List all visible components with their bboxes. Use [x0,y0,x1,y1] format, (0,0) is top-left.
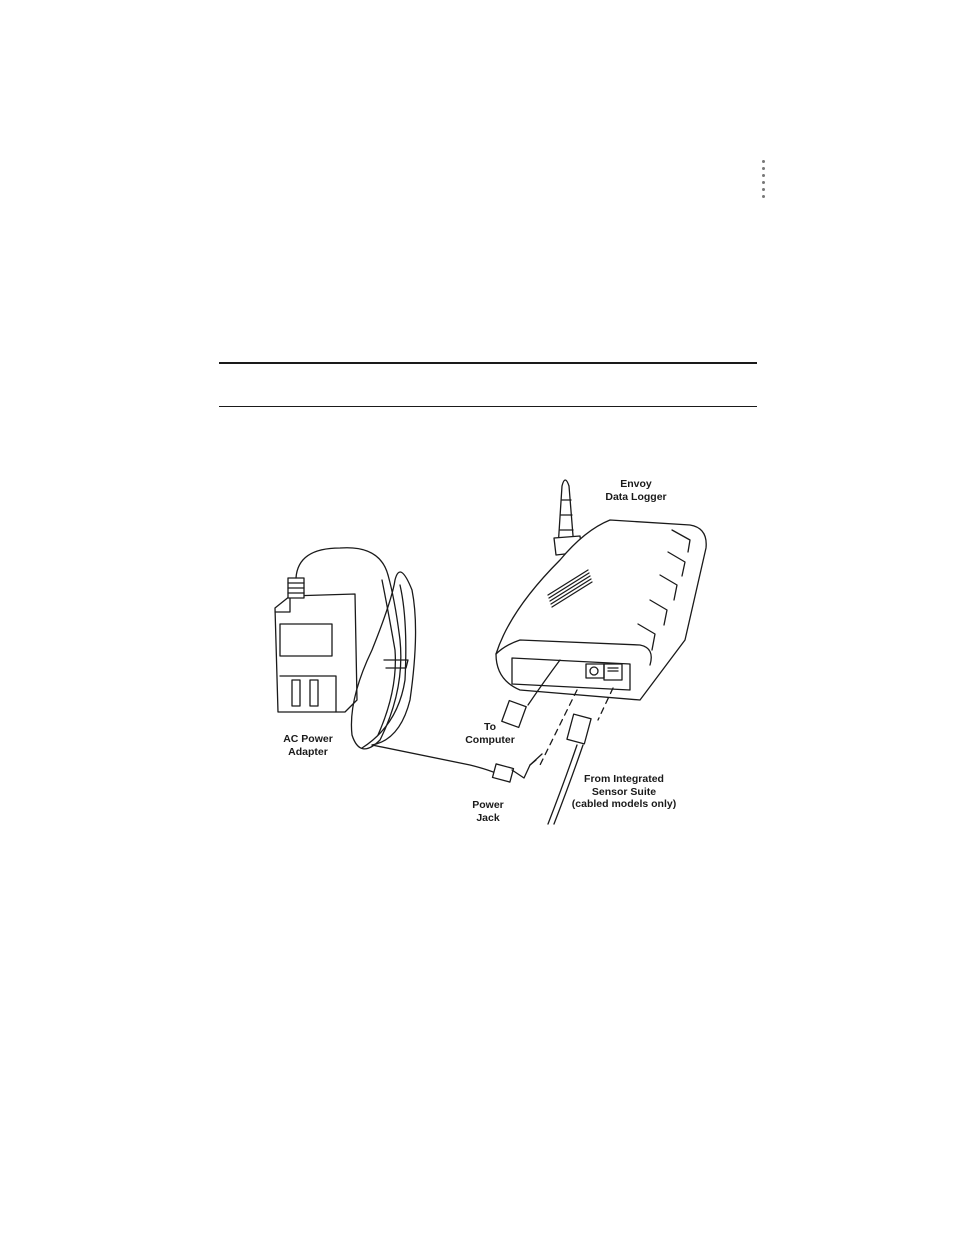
label-from-integrated-sensor-suite: From Integrated Sensor Suite (cabled mod… [571,773,677,810]
bottom-rule [219,406,757,407]
envoy-data-logger-icon [495,519,707,701]
label-ac-power-adapter: AC Power Adapter [283,733,333,758]
top-rule [219,362,757,364]
computer-cable-plug-icon [501,659,561,729]
ac-power-adapter-icon [274,577,358,713]
label-envoy-data-logger: Envoy Data Logger [605,478,667,503]
sensor-cable-plug-icon [547,713,592,825]
power-jack-icon [491,753,543,783]
margin-dot-leader [761,160,767,202]
label-to-computer: To Computer [465,721,515,746]
label-power-jack: Power Jack [472,799,504,824]
power-cord-icon [295,547,501,776]
